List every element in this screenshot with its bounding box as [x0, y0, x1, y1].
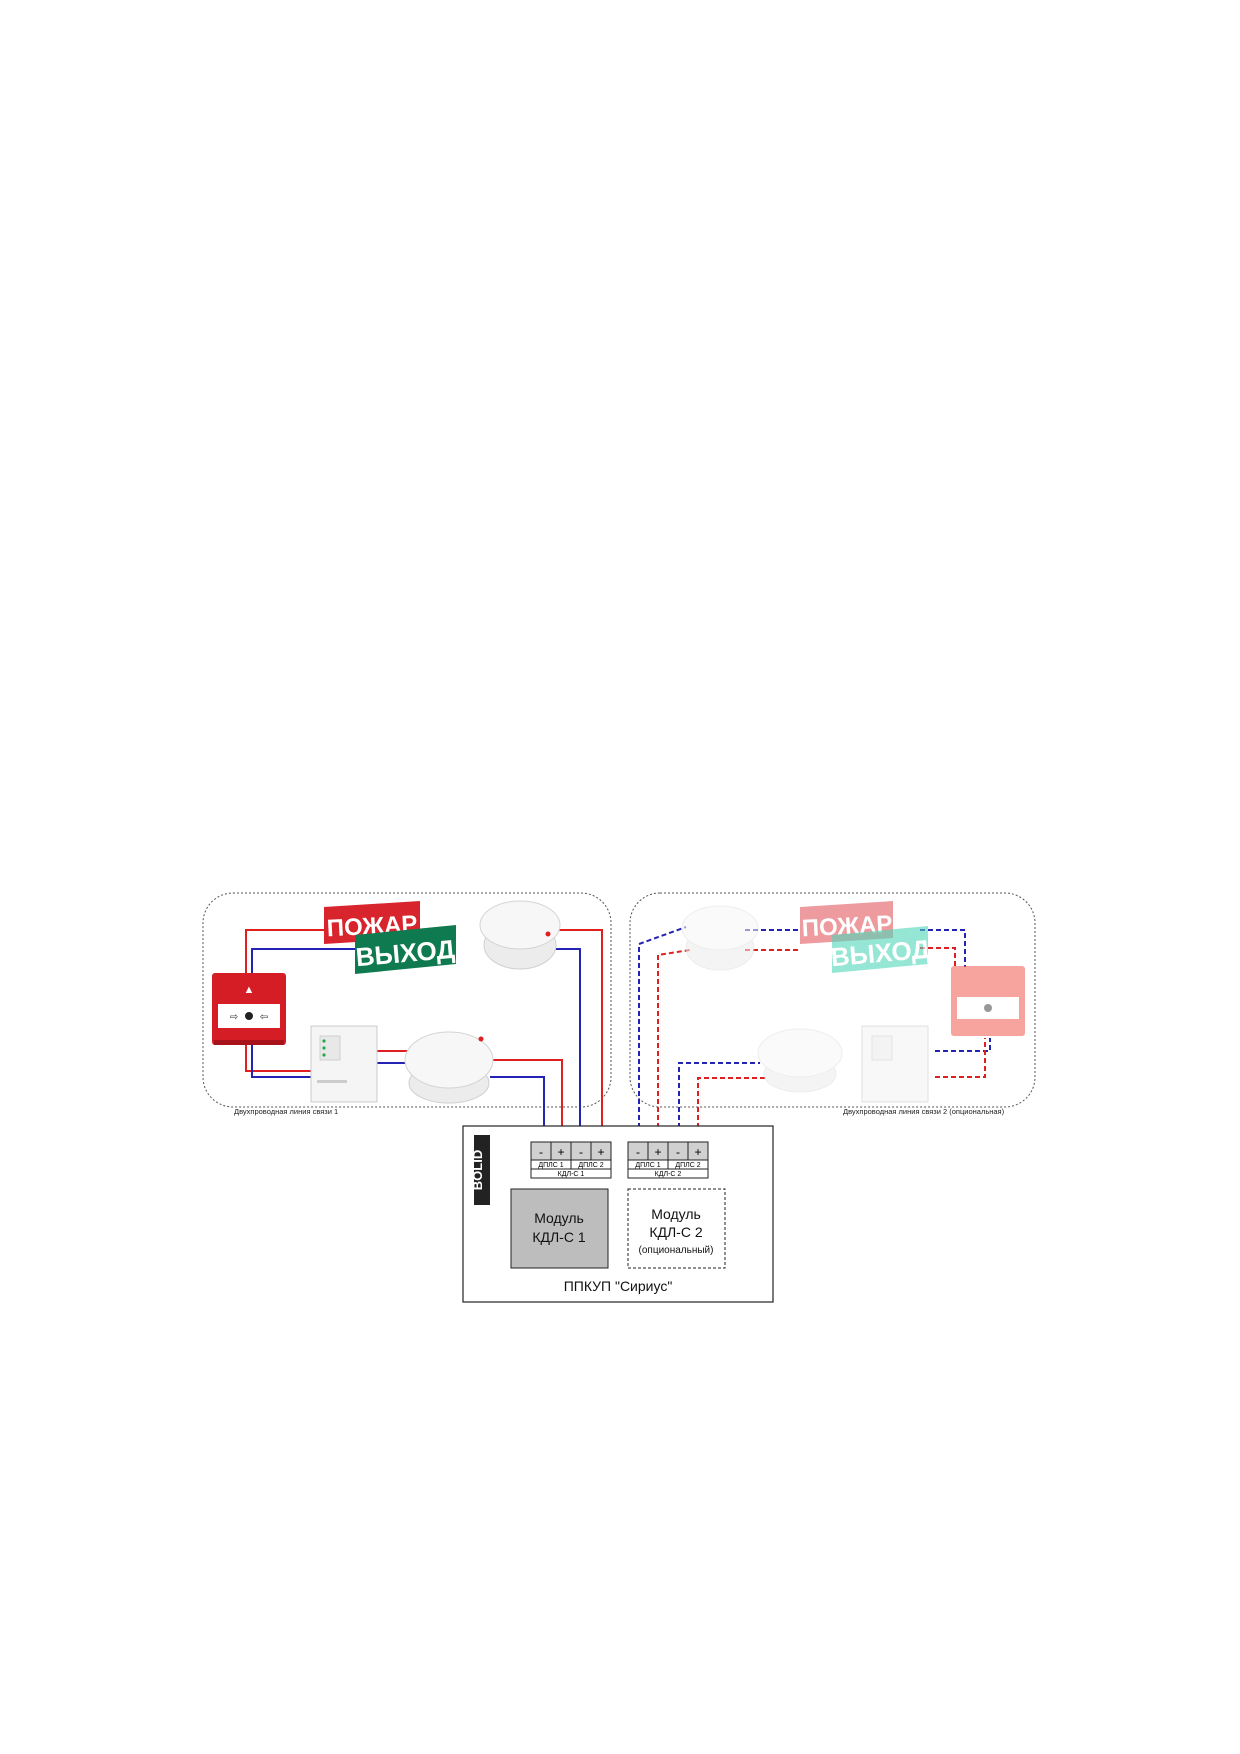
line2-caption: Двухпроводная линия связи 2 (опциональна…	[843, 1107, 1005, 1116]
brand-logo-text: BOLID	[470, 1150, 485, 1190]
svg-text:⇦: ⇦	[260, 1012, 268, 1023]
line2-area	[629, 892, 1036, 1108]
terminal-1-2: +	[557, 1145, 564, 1159]
module-2-line-b: КДЛ-С 2	[649, 1224, 702, 1240]
panel-box	[462, 1125, 774, 1303]
smoke-detector-1	[479, 900, 561, 970]
terminal-2-3: -	[676, 1145, 680, 1159]
exit-sign-faded: ВЫХОД	[829, 926, 932, 973]
terminal-1-4: +	[597, 1145, 604, 1159]
dpls-1-1: ДПЛС 1	[538, 1162, 563, 1169]
module-2-line-a: Модуль	[651, 1206, 701, 1222]
module-2-line-c: (опциональный)	[639, 1245, 714, 1256]
svg-text:⇨: ⇨	[230, 1012, 238, 1023]
terminal-2-2: +	[654, 1145, 661, 1159]
line1-caption: Двухпроводная линия связи 1	[234, 1107, 338, 1116]
panel-title: ППКУП "Сириус"	[564, 1278, 673, 1294]
terminal-block-1: - + - + ДПЛС 1 ДПЛС 2 КДЛ-С 1	[530, 1141, 612, 1179]
dpls-2-1: ДПЛС 1	[635, 1162, 660, 1169]
smoke-detector-4	[757, 1028, 843, 1093]
manual-call-point-2	[951, 966, 1025, 1036]
flame-icon: ▲	[244, 984, 255, 996]
terminal-2-4: +	[694, 1145, 701, 1159]
smoke-detector-3	[681, 905, 759, 971]
line1-wires	[245, 929, 603, 1136]
block-1-name: КДЛ-С 1	[558, 1171, 585, 1178]
address-module-1	[310, 1025, 378, 1103]
manual-call-point-1: ▲ ⇨ ⇦	[212, 973, 286, 1045]
module-kdl-2: Модуль КДЛ-С 2 (опциональный)	[627, 1188, 726, 1269]
terminal-2-1: -	[636, 1145, 640, 1159]
block-2-name: КДЛ-С 2	[655, 1171, 682, 1178]
module-1-line-a: Модуль	[534, 1210, 584, 1226]
line1-area	[202, 892, 612, 1108]
module-kdl-1: Модуль КДЛ-С 1	[510, 1188, 609, 1269]
address-module-2	[861, 1025, 929, 1103]
dpls-2-2: ДПЛС 2	[675, 1162, 700, 1169]
module-1-line-b: КДЛ-С 1	[532, 1229, 585, 1245]
brand-logo: BOLID	[470, 1135, 490, 1205]
terminal-block-2: - + - + ДПЛС 1 ДПЛС 2 КДЛ-С 2	[627, 1141, 709, 1179]
smoke-detector-2	[404, 1031, 494, 1104]
terminal-1-3: -	[579, 1145, 583, 1159]
terminal-1-1: -	[539, 1145, 543, 1159]
dpls-1-2: ДПЛС 2	[578, 1162, 603, 1169]
